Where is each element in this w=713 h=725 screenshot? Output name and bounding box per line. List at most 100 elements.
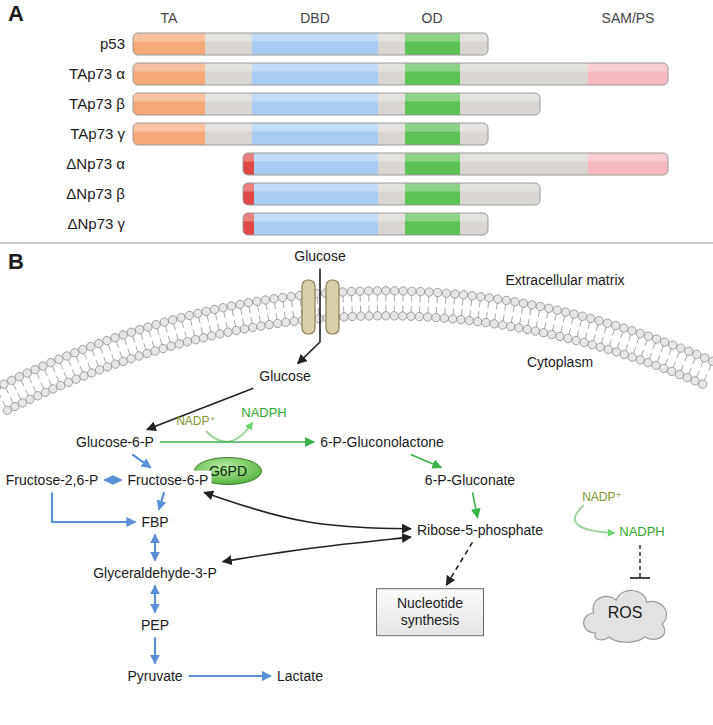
node-text: Pyruvate — [127, 668, 182, 685]
metabolite-label: PEP — [138, 616, 172, 635]
pathway-arrow — [472, 492, 477, 517]
lipid-head — [398, 312, 406, 320]
lipid-head — [612, 348, 620, 356]
metabolite-label: Ribose-5-phosphate — [414, 521, 546, 540]
lipid-head — [465, 316, 473, 324]
lipid-tail — [0, 391, 1, 397]
pathway-arrow — [132, 454, 150, 467]
lipid-head — [80, 372, 88, 380]
lipid-head — [498, 321, 506, 329]
transporter-half — [302, 280, 315, 334]
lipid-head — [135, 352, 143, 360]
domain-segment — [460, 123, 488, 145]
lipid-head — [340, 313, 348, 321]
domain-segment — [254, 183, 378, 205]
domain-segment — [378, 33, 405, 55]
lipid-head — [348, 312, 356, 320]
pathway-arrow — [223, 537, 411, 562]
metabolite-label: Fructose-6-P — [125, 471, 212, 490]
lipid-head — [578, 312, 586, 320]
domain-segment — [405, 33, 460, 55]
lipid-head — [151, 347, 159, 355]
lipid-head — [572, 336, 580, 344]
domain-segment — [405, 123, 460, 145]
domain-segment — [405, 63, 460, 85]
domain-segment — [205, 63, 252, 85]
isoform-name: ΔNp73 α — [66, 155, 125, 172]
lipid-head — [240, 325, 248, 333]
pathway-arrow — [204, 492, 411, 528]
lipid-head — [357, 312, 365, 320]
domain-segment — [378, 123, 405, 145]
lipid-head — [423, 313, 431, 321]
lipid-head — [668, 367, 676, 375]
domain-segment — [205, 123, 252, 145]
segment-shine — [205, 33, 252, 41]
pathway-arrow — [154, 534, 156, 560]
lipid-head — [119, 357, 127, 365]
segment-shine — [252, 33, 378, 41]
lipid-head — [119, 331, 127, 339]
lipid-head — [72, 375, 80, 383]
lipid-head — [485, 294, 493, 302]
domain-segment — [460, 213, 488, 235]
segment-shine — [460, 213, 488, 221]
lipid-head — [588, 341, 596, 349]
segment-shine — [405, 183, 460, 191]
domain-segment — [243, 153, 254, 175]
node-text: Glucose-6-P — [76, 434, 154, 451]
domain-segment — [488, 183, 540, 205]
domain-segment — [460, 153, 488, 175]
segment-shine — [205, 123, 252, 131]
lipid-head — [683, 373, 691, 381]
lipid-head — [152, 320, 160, 328]
node-text: Glyceraldehyde-3-P — [93, 565, 217, 582]
isoform-name: TAp73 α — [69, 65, 125, 82]
node-text: PEP — [141, 617, 169, 634]
domain-segment — [460, 93, 488, 115]
node-text: Ribose-5-phosphate — [417, 522, 543, 539]
lipid-head — [604, 345, 612, 353]
domain-name: SAM/PS — [602, 10, 655, 26]
lipid-head — [227, 302, 235, 310]
lipid-head — [15, 372, 23, 380]
pathway-arrow — [159, 492, 164, 509]
lipid-head — [382, 287, 390, 295]
lipid-head — [416, 287, 424, 295]
lipid-head — [468, 292, 476, 300]
lipid-head — [548, 330, 556, 338]
cofactor-label: NADPH — [241, 406, 287, 421]
segment-shine — [460, 63, 488, 71]
process-box: Nucleotide synthesis — [376, 588, 484, 636]
domain-segment — [133, 63, 205, 85]
segment-shine — [252, 123, 378, 131]
lipid-head — [273, 319, 281, 327]
node-text: 6-P-Gluconate — [425, 472, 515, 489]
node-text: Glucose — [259, 368, 310, 385]
segment-shine — [405, 63, 460, 71]
domain-segment — [378, 183, 405, 205]
node-text: ROS — [608, 603, 643, 622]
bar-outline — [133, 123, 488, 145]
domain-segment — [243, 213, 254, 235]
pathway-arrow — [160, 441, 314, 443]
lipid-head — [31, 365, 39, 373]
domain-segment — [252, 63, 378, 85]
metabolite-label: Glucose — [291, 247, 348, 266]
node-text: Lactate — [277, 668, 323, 685]
lipid-head — [442, 289, 450, 297]
metabolite-label: Pyruvate — [124, 667, 185, 686]
lipid-head — [457, 315, 465, 323]
protein-bar — [243, 213, 488, 235]
lipid-head — [620, 324, 628, 332]
segment-shine — [405, 213, 460, 221]
transporter-half — [326, 280, 339, 334]
metabolite-label: Lactate — [274, 667, 326, 686]
lipid-head — [191, 336, 199, 344]
lipid-head — [448, 315, 456, 323]
panel-letter: B — [8, 249, 24, 274]
protein-bar — [133, 63, 668, 85]
lipid-head — [244, 299, 252, 307]
node-text: Glucose — [294, 248, 345, 265]
domain-segment — [405, 183, 460, 205]
